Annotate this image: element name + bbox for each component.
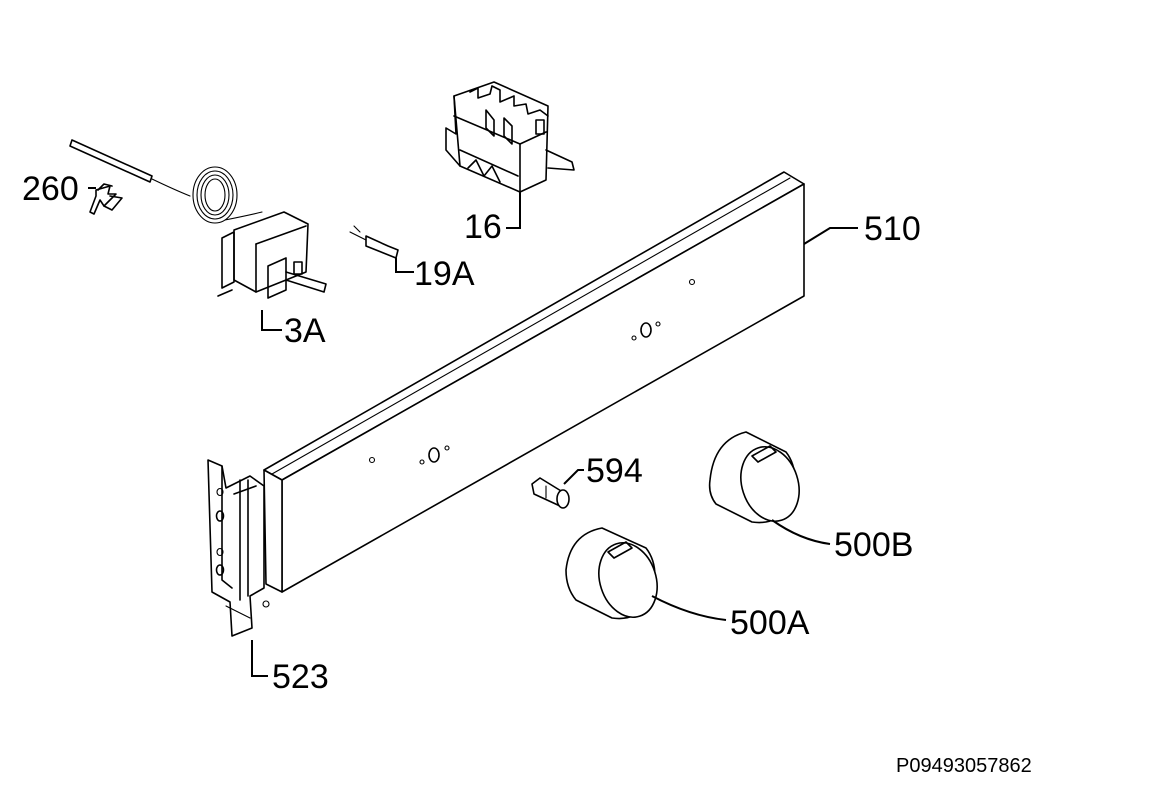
label-523: 523 (272, 658, 329, 696)
label-510: 510 (864, 210, 921, 248)
label-3a: 3A (284, 312, 326, 350)
connector-part (349, 225, 399, 259)
label-16: 16 (464, 208, 502, 246)
label-594: 594 (586, 452, 643, 490)
knob-b-part (708, 431, 800, 524)
leader-lines (88, 187, 858, 677)
reference-code: P09493057862 (896, 755, 1032, 777)
side-bracket-part (207, 459, 270, 637)
clip-part (89, 183, 123, 215)
label-260: 260 (22, 170, 79, 208)
panel-hole-right-group (631, 278, 696, 341)
knob-a-part (565, 527, 658, 620)
thermostat-part (69, 139, 327, 299)
panel-hole-left-group (368, 445, 450, 465)
label-500b: 500B (834, 526, 913, 564)
control-panel-part (263, 171, 805, 593)
selector-switch-part (445, 81, 575, 193)
label-19a: 19A (414, 255, 475, 293)
spindle-part (531, 477, 570, 509)
label-500a: 500A (730, 604, 810, 642)
